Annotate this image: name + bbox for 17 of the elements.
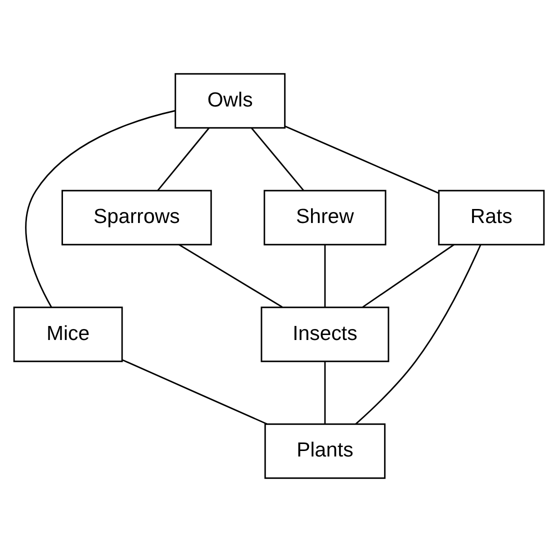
connector — [355, 244, 482, 424]
connector — [25, 110, 176, 308]
connector — [251, 128, 304, 191]
node-box: Rats — [438, 190, 545, 246]
node-box: Mice — [13, 306, 123, 362]
connector — [324, 362, 326, 424]
connector — [324, 244, 326, 308]
connector — [284, 126, 439, 194]
connector — [178, 244, 283, 308]
node-box: Sparrows — [62, 190, 212, 246]
connector — [362, 244, 454, 308]
node-box: Insects — [260, 306, 390, 362]
node-box: Shrew — [264, 190, 386, 246]
connector — [157, 128, 210, 191]
node-box: Plants — [264, 423, 386, 479]
node-box: Owls — [174, 73, 286, 129]
connector — [122, 359, 268, 425]
